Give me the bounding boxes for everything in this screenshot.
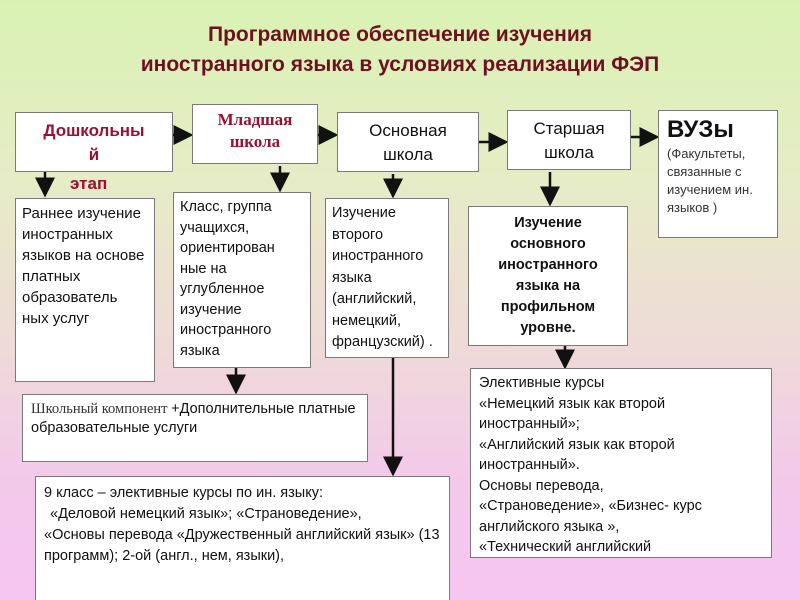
stage-university-title: ВУЗы — [667, 116, 734, 143]
grade9-line: «Основы перевода «Дружественный английск… — [44, 527, 440, 564]
school-component-part2: +Дополнительные платные образовательные … — [31, 401, 356, 436]
stage-preschool-label-3: этап — [70, 174, 108, 193]
detail-junior: Класс, группа учащихся, ориентирован ные… — [173, 192, 311, 368]
detail-senior: Изучение основного иностранного языка на… — [468, 206, 628, 346]
stage-basic: Основная школа — [337, 112, 479, 172]
stage-basic-label-2: школа — [383, 145, 433, 164]
grade9-line: «Деловой немецкий язык»; «Страноведение»… — [50, 506, 362, 522]
title-line-2: иностранного языка в условиях реализации… — [140, 53, 660, 76]
stage-basic-label: Основная — [369, 121, 447, 140]
stage-university-desc: (Факультеты, связанные с изучением ин. я… — [667, 146, 753, 215]
grade9-line: 9 класс – элективные курсы по ин. языку: — [44, 485, 323, 501]
stage-university: ВУЗы (Факультеты, связанные с изучением … — [658, 110, 778, 238]
detail-preschool: Раннее изучение иностранных языков на ос… — [15, 198, 155, 382]
stage-senior-label-2: школа — [544, 143, 594, 162]
stage-senior-label: Старшая — [533, 119, 605, 138]
electives-line: «Страноведение», «Бизнес- курс английско… — [479, 498, 702, 535]
school-component: Школьный компонент +Дополнительные платн… — [22, 394, 368, 462]
title-line-1: Программное обеспечение изучения — [207, 23, 593, 46]
electives-line: Элективные курсы — [479, 375, 605, 391]
slide-title: Программное обеспечение изучения иностра… — [0, 20, 800, 80]
stage-junior-label-2: школа — [229, 132, 281, 151]
school-component-part1: Школьный компонент — [31, 401, 172, 417]
stage-junior: Младшая школа — [192, 104, 318, 164]
electives-senior: Элективные курсы «Немецкий язык как втор… — [470, 368, 772, 558]
detail-basic: Изучение второго иностранного языка (анг… — [325, 198, 449, 358]
stage-preschool-label: Дошкольны — [43, 121, 145, 140]
electives-line: «Английский язык как второй иностранный»… — [479, 436, 675, 474]
electives-line: «Технический английский — [479, 539, 652, 555]
stage-senior: Старшая школа — [507, 110, 631, 170]
stage-preschool: Дошкольны й — [15, 112, 173, 172]
electives-line: Основы перевода, — [479, 477, 604, 494]
electives-line: «Немецкий язык как второй иностранный»; — [479, 395, 666, 433]
stage-junior-label: Младшая — [217, 110, 293, 129]
grade9-electives: 9 класс – элективные курсы по ин. языку:… — [35, 476, 450, 600]
stage-preschool-label-2: й — [88, 145, 100, 164]
